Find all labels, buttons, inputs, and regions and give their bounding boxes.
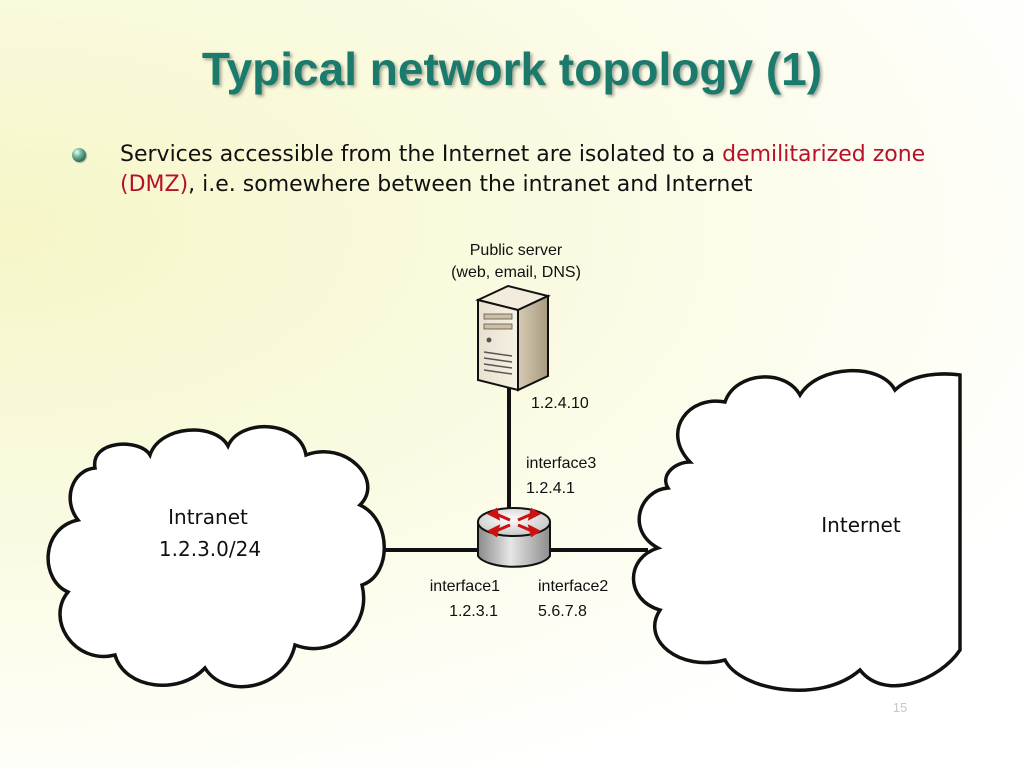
server-label-line1: Public server [470, 242, 563, 259]
router-icon [477, 507, 551, 568]
interface1-name: interface1 [430, 578, 500, 595]
interface2-name: interface2 [538, 578, 608, 595]
dmz-highlight: demilitarized zone (DMZ) [120, 142, 926, 197]
slide-title: Typical network topology (1) [201, 43, 823, 95]
bullet-text: Services accessible from the Internet ar… [120, 140, 970, 200]
server-ip: 1.2.4.10 [531, 395, 589, 412]
internet-label: Internet [821, 513, 901, 537]
server-label-line2: (web, email, DNS) [451, 264, 581, 281]
intranet-network: 1.2.3.0/24 [159, 537, 261, 561]
server-icon [475, 284, 551, 392]
interface3-name: interface3 [526, 455, 596, 472]
interface2-ip: 5.6.7.8 [538, 603, 587, 620]
bullet-text-after: , i.e. somewhere between the intranet an… [188, 172, 753, 197]
internet-cloud [631, 369, 962, 692]
interface3-ip: 1.2.4.1 [526, 480, 575, 497]
bullet-icon [72, 148, 86, 162]
page-number: 15 [893, 700, 907, 715]
intranet-cloud [46, 425, 386, 689]
bullet-text-before: Services accessible from the Internet ar… [120, 142, 723, 167]
interface1-ip: 1.2.3.1 [449, 603, 498, 620]
intranet-label: Intranet [168, 505, 248, 529]
